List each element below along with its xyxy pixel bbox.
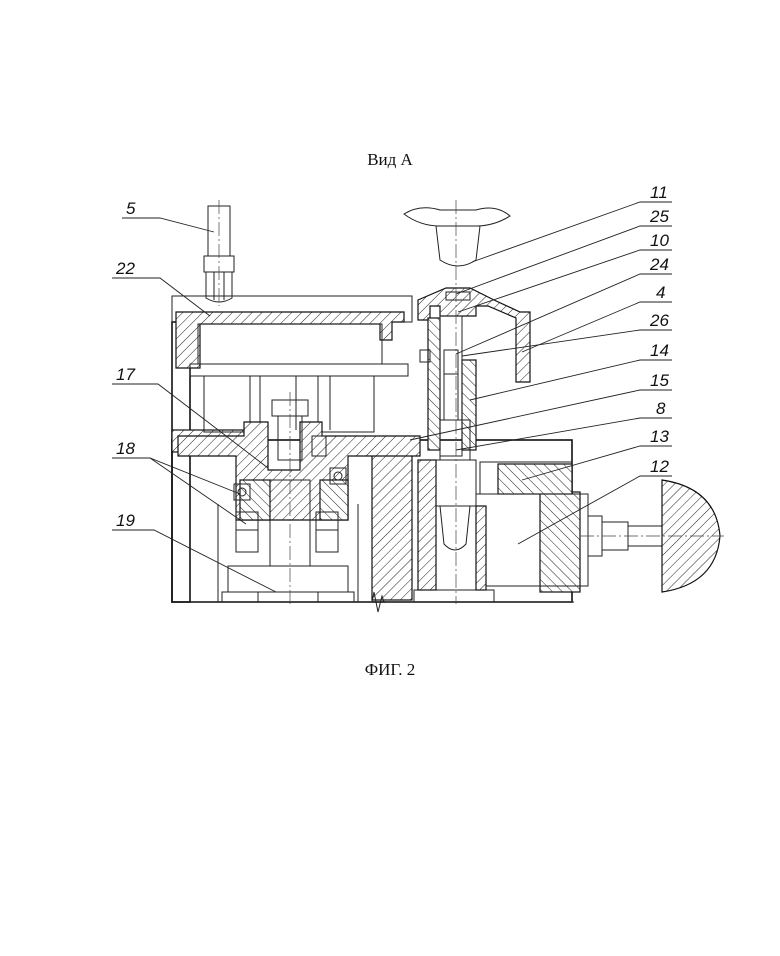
callout-10: 10: [650, 231, 669, 250]
callout-25: 25: [649, 207, 669, 226]
callout-26: 26: [649, 311, 669, 330]
callout-5: 5: [126, 199, 136, 218]
callout-22: 22: [115, 259, 135, 278]
callout-15: 15: [650, 371, 669, 390]
callout-14: 14: [650, 341, 669, 360]
top-cover: [172, 296, 412, 432]
callout-4: 4: [656, 283, 665, 302]
column-assembly: [404, 200, 530, 604]
knob-5: [204, 200, 234, 306]
callout-8: 8: [656, 399, 666, 418]
handle-12: [580, 480, 724, 592]
callout-24: 24: [649, 255, 669, 274]
callout-13: 13: [650, 427, 669, 446]
callout-17: 17: [116, 365, 135, 384]
callout-11: 11: [650, 183, 668, 202]
callout-19: 19: [116, 511, 135, 530]
figure-caption: ФИГ. 2: [0, 660, 780, 680]
callout-12: 12: [650, 457, 669, 476]
callout-18: 18: [116, 439, 135, 458]
